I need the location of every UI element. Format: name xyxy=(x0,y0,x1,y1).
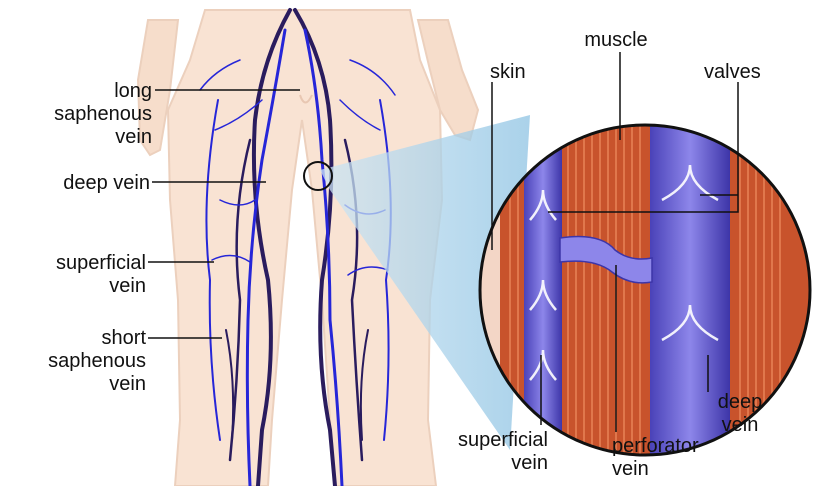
label-short-saphenous-line2: saphenous xyxy=(48,350,146,372)
label-muscle: muscle xyxy=(584,29,647,51)
label-deep-vein-inset-line1: deep xyxy=(718,391,763,413)
label-perforator-vein-line2: vein xyxy=(612,458,649,480)
label-deep-vein: deep vein xyxy=(63,172,150,194)
label-long-saphenous-line1: long xyxy=(114,80,152,102)
label-valves: valves xyxy=(704,61,761,83)
label-deep-vein-inset-line2: vein xyxy=(722,414,759,436)
label-superficial-vein-line2: vein xyxy=(109,275,146,297)
label-short-saphenous-line1: short xyxy=(102,327,147,349)
label-perforator-vein-line1: perforator xyxy=(612,435,699,457)
label-long-saphenous-line2: saphenous xyxy=(54,103,152,125)
label-superficial-vein-inset-line2: vein xyxy=(511,452,548,474)
label-long-saphenous-line3: vein xyxy=(115,126,152,148)
label-superficial-vein-inset-line1: superficial xyxy=(458,429,548,451)
label-skin: skin xyxy=(490,61,526,83)
label-superficial-vein-line1: superficial xyxy=(56,252,146,274)
label-short-saphenous-line3: vein xyxy=(109,373,146,395)
